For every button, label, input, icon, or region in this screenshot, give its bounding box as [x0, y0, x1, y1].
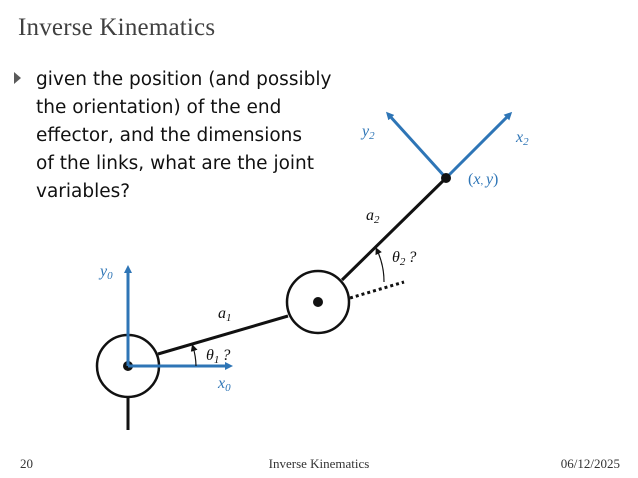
link-2-label: a2	[366, 207, 380, 226]
angle-2-arc-icon	[375, 247, 385, 283]
base-y-label: y0	[98, 263, 113, 282]
end-x-axis	[444, 111, 513, 180]
angle-1-label: θ1?	[206, 347, 230, 366]
bullet-point: given the position (and possibly the ori…	[14, 66, 344, 206]
bullet-line-3: effector, and the dimensions	[36, 125, 303, 146]
bullet-line-1: given the position (and possibly	[36, 69, 332, 90]
bullet-line-4: of the links, what are the joint	[36, 153, 315, 174]
bullet-line-5: variables?	[36, 181, 131, 202]
footer-date: 06/12/2025	[560, 456, 620, 471]
end-x-label: x2	[515, 129, 529, 148]
link-2	[340, 176, 448, 282]
angle-1-arc-icon	[190, 344, 198, 367]
end-effector-point	[441, 173, 451, 183]
elbow-joint-pin	[313, 297, 323, 307]
page-number: 20	[20, 456, 33, 471]
link-1	[157, 314, 289, 356]
end-position-label: (x, y)	[468, 171, 498, 188]
bullet-line-2: the orientation) of the end	[36, 97, 282, 118]
link-1-extension	[349, 280, 405, 300]
end-y-label: y2	[360, 123, 375, 142]
footer-title: Inverse Kinematics	[268, 456, 370, 471]
link-1-label: a1	[218, 305, 232, 324]
bullet-text: given the position (and possibly the ori…	[36, 66, 344, 206]
end-y-axis	[385, 111, 448, 180]
base-x-label: x0	[217, 375, 231, 394]
triangle-bullet-icon	[14, 72, 21, 84]
slide-title: Inverse Kinematics	[18, 14, 216, 41]
angle-2-label: θ2?	[392, 249, 416, 268]
